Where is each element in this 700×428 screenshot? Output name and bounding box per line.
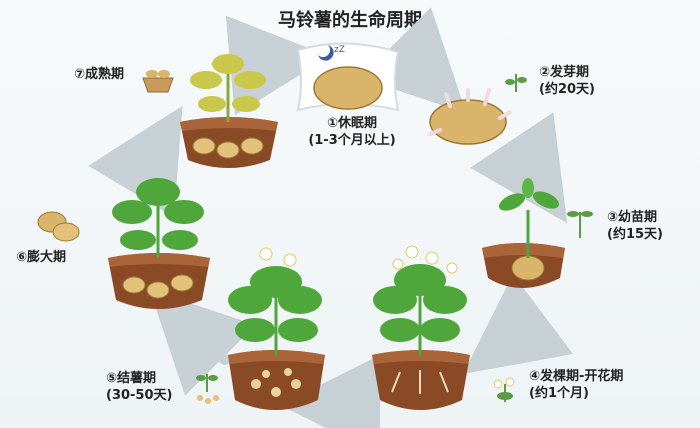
arrow-5-to-6 — [149, 289, 256, 396]
arrow-2-to-3 — [470, 112, 568, 224]
stage-1-dormancy-illustration: zZ — [296, 42, 400, 112]
arrow-1-to-2 — [360, 7, 467, 114]
stage-3-seedling-illustration — [482, 178, 565, 288]
stage-6-bulking-illustration — [108, 178, 210, 309]
tuber-sprout-icon — [196, 374, 219, 404]
arrow-4-to-5 — [280, 354, 381, 428]
stage-3-label: ③幼苗期(约15天) — [607, 210, 663, 242]
flower-icon — [493, 377, 515, 402]
stage-7-label: ⑦成熟期 — [74, 67, 125, 82]
arrow-3-to-4 — [463, 273, 574, 375]
stage-4-flowering-illustration — [372, 245, 470, 410]
cycle-arrows — [88, 7, 574, 428]
stage-2-label: ②发芽期(约20天) — [539, 65, 595, 97]
stage-6-label: ⑥膨大期 — [16, 250, 67, 265]
stage-2-sprouting-illustration — [428, 88, 512, 145]
sprout-icon — [505, 74, 527, 92]
stage-4-label: ④发棵期-开花期(约1个月) — [529, 369, 624, 401]
stage-5-tuber-illustration — [228, 247, 325, 410]
stage-5-label: ⑤结薯期(30-50天) — [106, 371, 173, 403]
potatoes-icon — [37, 211, 80, 242]
stage-7-maturity-illustration — [180, 54, 278, 168]
moon-icon — [318, 45, 334, 61]
svg-text:zZ: zZ — [334, 45, 345, 55]
potato-basket-icon — [142, 70, 174, 93]
seedling-icon — [567, 211, 593, 238]
stage-1-label: ①休眠期(1-3个月以上) — [308, 116, 396, 148]
